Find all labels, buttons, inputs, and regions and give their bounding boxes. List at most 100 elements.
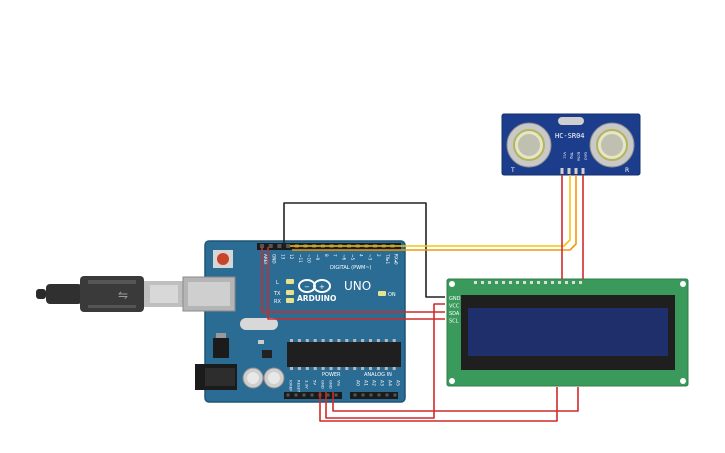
digital-pin-hole <box>277 244 282 248</box>
analog-pin-label: A2 <box>371 380 377 386</box>
analog-pin-hole <box>377 393 381 397</box>
lcd-pin-label: SCL <box>449 319 459 325</box>
lcd-top-pin <box>572 281 575 284</box>
chip-pin <box>290 367 293 370</box>
digital-pin-hole <box>268 244 273 248</box>
power-pin-hole <box>302 393 306 397</box>
mount-hole-br <box>680 378 686 384</box>
lcd-screen <box>468 308 668 356</box>
analog-pin-label: A5 <box>395 380 401 386</box>
analog-pin-label: A1 <box>363 380 369 386</box>
analog-label: ANALOG IN <box>364 372 392 378</box>
power-pin-label: GND <box>321 380 326 389</box>
power-label: POWER <box>322 372 341 378</box>
analog-pin-label: A0 <box>355 380 361 386</box>
analog-pin-hole <box>369 393 373 397</box>
led-tx <box>286 290 294 295</box>
wire-red-scl <box>267 247 445 320</box>
lcd-top-pin <box>481 281 484 284</box>
lcd-top-pin <box>558 281 561 284</box>
sensor-right-mark: R <box>625 167 629 174</box>
digital-pin-label: ~5 <box>350 254 355 261</box>
led-rx-label: RX <box>274 299 281 305</box>
chip-pin <box>369 367 372 370</box>
digital-pin-label: TX▸1 <box>385 253 390 265</box>
usb-symbol-icon: ⇋ <box>118 288 128 302</box>
digital-label: DIGITAL (PWM~) <box>330 265 372 271</box>
digital-pin-label: GND <box>272 254 277 264</box>
chip-pin <box>305 367 309 370</box>
digital-pin-hole <box>260 244 264 248</box>
lcd-top-pin <box>530 281 533 284</box>
chip-pin <box>345 367 349 370</box>
oscillator <box>558 117 584 125</box>
digital-pin-label: ~10 <box>307 254 312 263</box>
chip-pin <box>321 367 325 370</box>
power-pin-label: GND <box>329 380 334 389</box>
analog-pin-hole <box>353 393 357 397</box>
wire-red-sda <box>261 247 445 313</box>
usb-cable[interactable]: ⇋ <box>36 276 184 312</box>
sensor-pin <box>567 168 571 174</box>
wire-red-5v-sensor <box>319 387 558 422</box>
power-pin-label: 5V <box>313 380 318 385</box>
sensor-pin-label: Vcc <box>563 152 568 159</box>
sensor-left-mark: T <box>510 167 515 174</box>
chip-pin <box>361 367 365 370</box>
arduino-infinity-icon: − + <box>298 279 331 293</box>
sensor-pin <box>574 168 578 174</box>
digital-pin-hole <box>286 244 291 248</box>
digital-pin-label: 12 <box>289 254 294 260</box>
led-l-label: L <box>276 280 279 286</box>
digital-pin-label: ~6 <box>341 254 346 261</box>
analog-pin-hole <box>393 393 397 397</box>
wire-black-gnd <box>283 202 445 298</box>
lcd-pin-label: SDA <box>449 311 460 317</box>
led-tx-label: TX <box>273 291 281 297</box>
chip-pin <box>392 367 396 370</box>
mount-hole-tl <box>449 281 455 287</box>
analog-header <box>350 392 398 399</box>
power-pin-label: RESET <box>297 380 302 393</box>
analog-pin-hole <box>361 393 365 397</box>
chip-pin <box>329 367 333 370</box>
mount-hole-bl <box>449 378 455 384</box>
chip-pin <box>376 367 380 370</box>
lcd-top-pin <box>565 281 568 284</box>
wire-orange-echo <box>292 175 577 251</box>
power-pin-hole <box>326 393 330 397</box>
lcd-top-pin <box>516 281 519 284</box>
led-l <box>286 279 294 284</box>
digital-pin-label: 4 <box>359 254 364 257</box>
chip-pin <box>384 339 388 342</box>
led-rx <box>286 298 294 303</box>
chip-pin <box>345 339 349 342</box>
chip-pin <box>290 339 293 342</box>
power-pin-label: IOREF <box>289 380 294 391</box>
chip-pin <box>313 339 317 342</box>
chip-pin <box>353 339 357 342</box>
power-pin-hole <box>334 393 338 397</box>
chip-pin <box>384 367 388 370</box>
power-pin-hole <box>310 393 314 397</box>
lcd-top-pin <box>488 281 491 284</box>
chip-pin <box>369 339 372 342</box>
voltage-regulator <box>213 338 229 358</box>
lcd-top-pin <box>495 281 498 284</box>
chip-pin <box>329 339 333 342</box>
lcd-top-pin <box>551 281 554 284</box>
digital-pin-label: 8 <box>324 254 329 257</box>
svg-text:+: + <box>319 283 325 291</box>
sensor-pin-label: Trig <box>570 151 575 159</box>
wire-red-gnd-sensor <box>332 387 579 412</box>
power-pin-label: Vin <box>337 380 342 387</box>
digital-pin-label: ~11 <box>298 254 303 263</box>
sensor-model-label: HC-SR04 <box>555 132 585 140</box>
chip-pin <box>376 339 380 342</box>
wire-yellow-trig <box>290 175 571 247</box>
